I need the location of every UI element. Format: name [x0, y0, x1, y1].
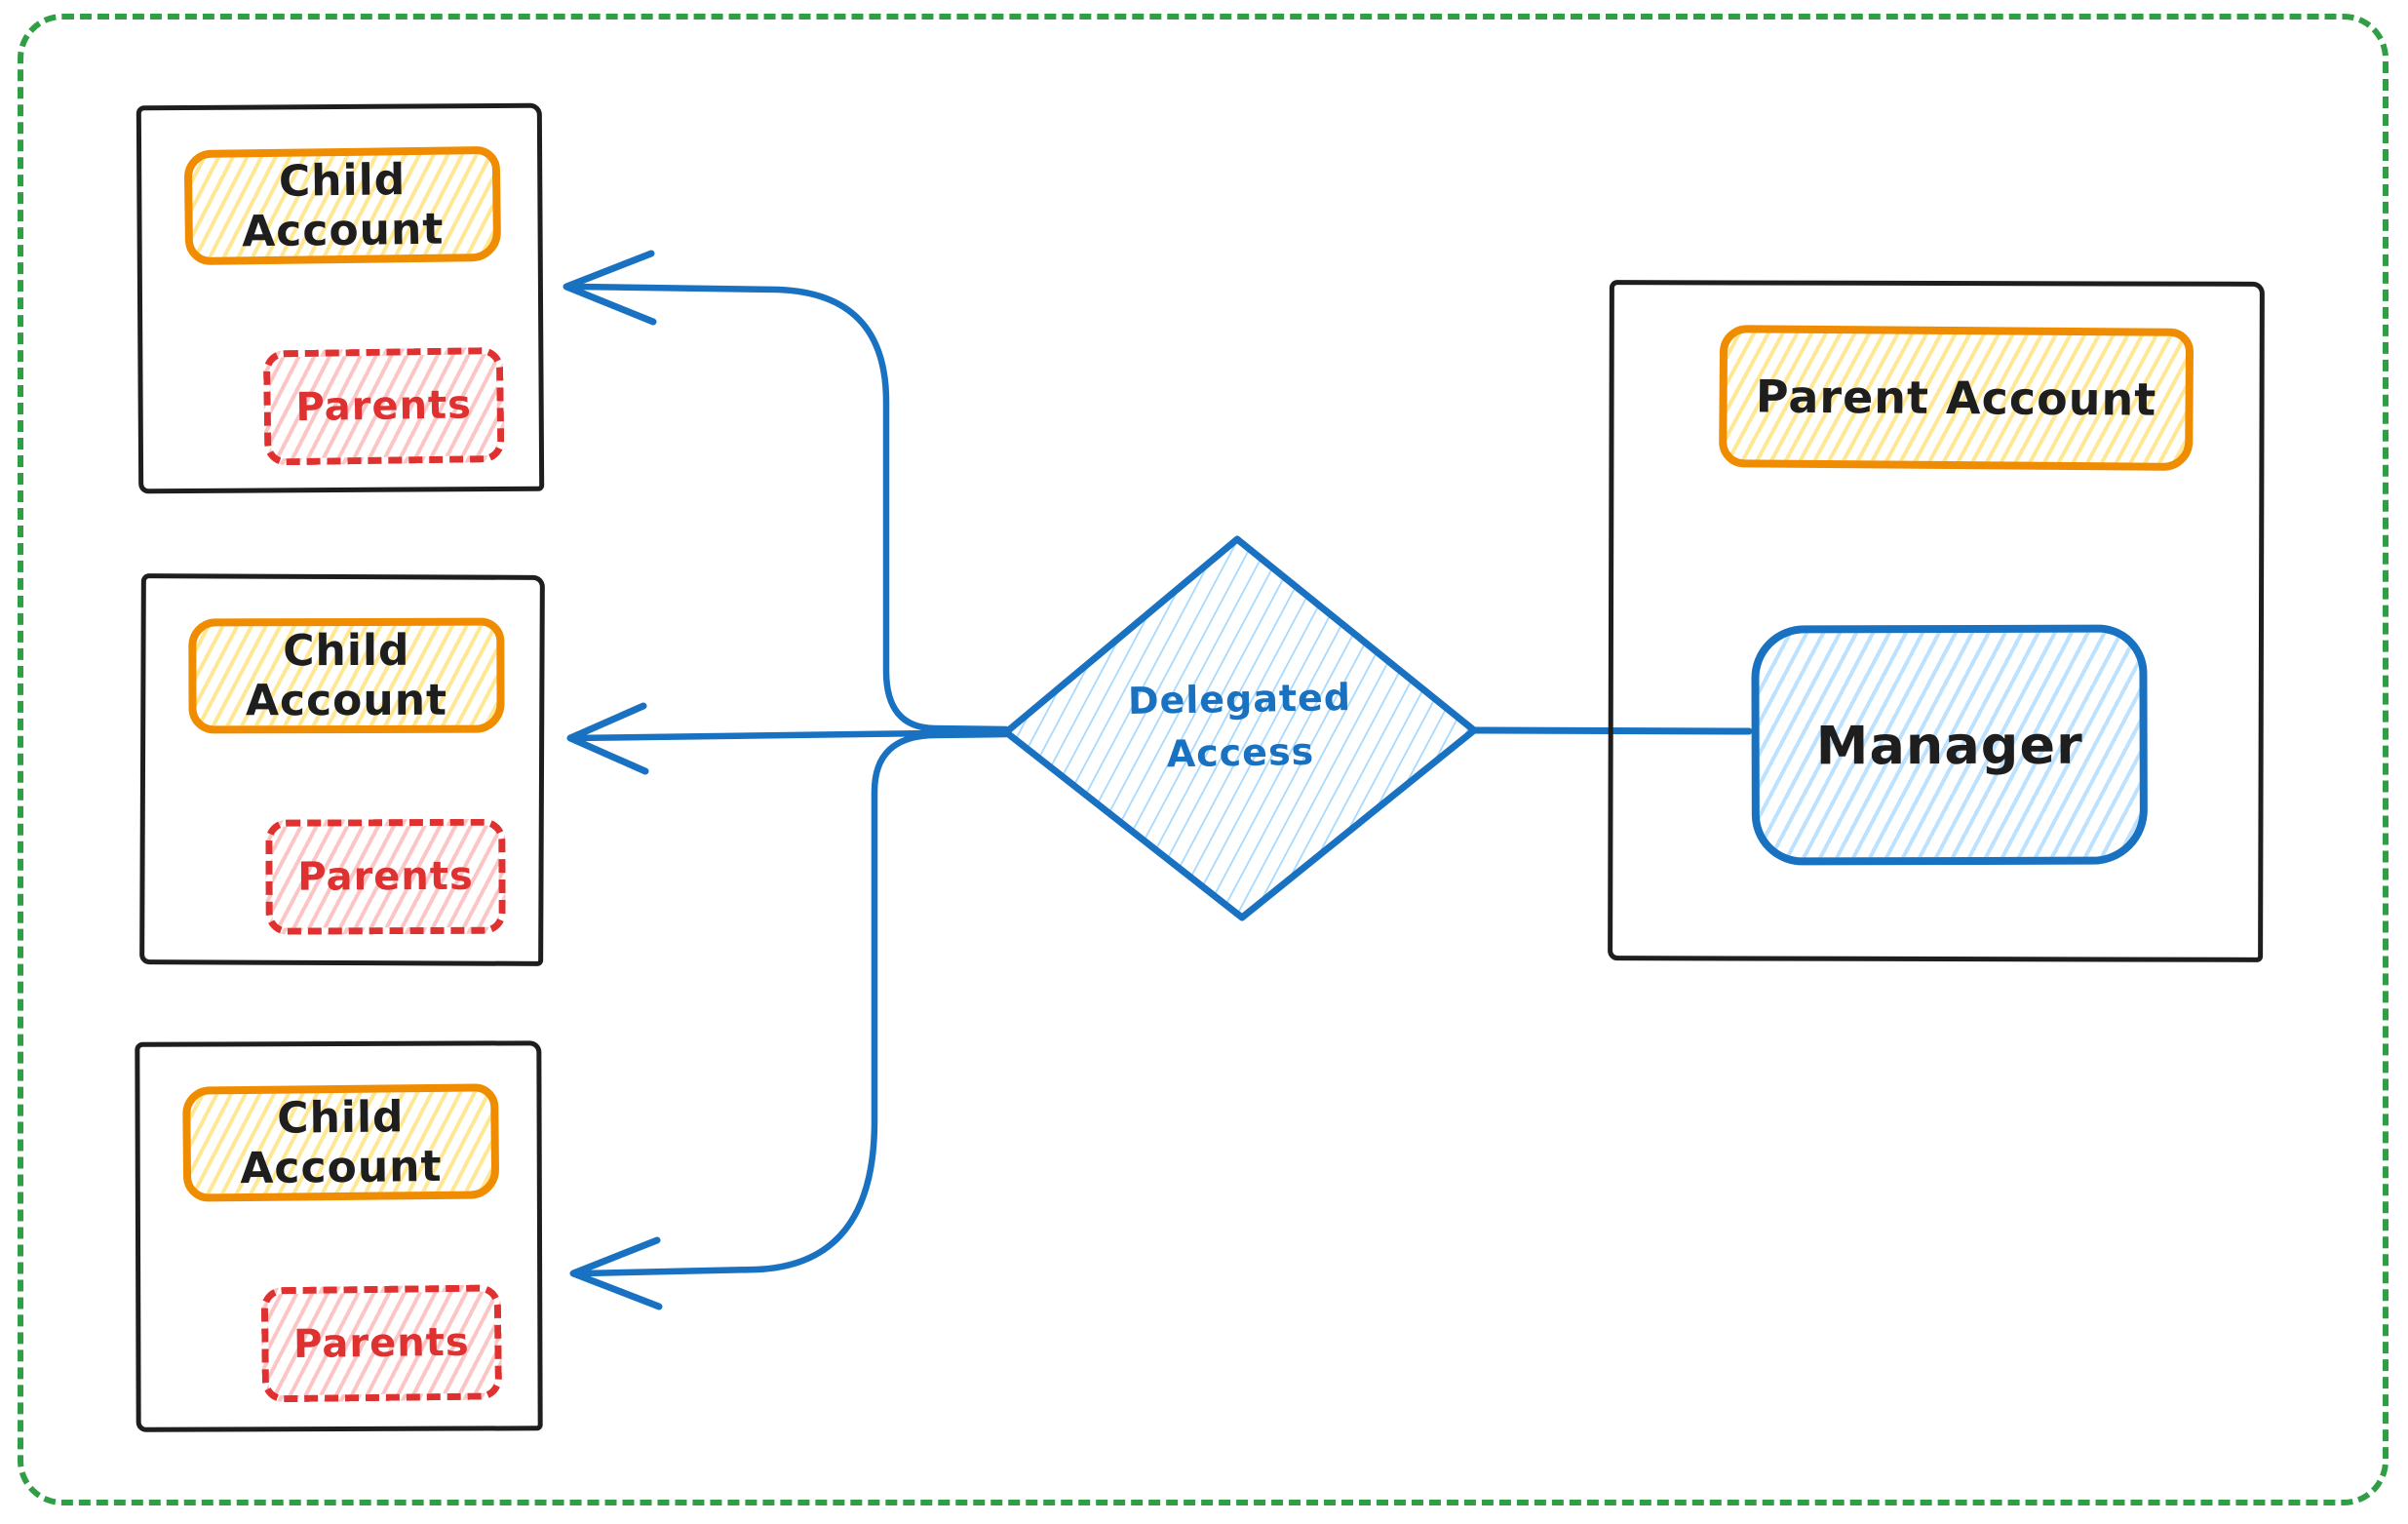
parent-account-pill[interactable]: Parent Account [1719, 325, 2194, 471]
canvas-dashed-border [18, 14, 2389, 1505]
parents-label-1: Parents [295, 382, 473, 431]
child-account-pill-1[interactable]: Child Account [183, 145, 502, 266]
child-account-frame-2[interactable]: Child Account Parents [139, 573, 545, 966]
child-account-title-1: Child Account [241, 155, 445, 257]
child-account-frame-3[interactable]: Child Account Parents [135, 1040, 543, 1432]
parents-label-2: Parents [297, 853, 474, 900]
parent-account-title: Parent Account [1755, 370, 2157, 426]
child-account-title-2: Child Account [245, 625, 448, 726]
child-account-pill-2[interactable]: Child Account [188, 617, 505, 734]
parents-box-1[interactable]: Parents [262, 346, 505, 466]
manager-node[interactable]: Manager [1751, 624, 2148, 866]
parent-account-frame[interactable]: Parent Account Manager [1608, 280, 2265, 962]
delegated-access-line2: Access [1166, 729, 1315, 776]
child-account-pill-3[interactable]: Child Account [182, 1083, 500, 1202]
child-account-title-3: Child Account [240, 1092, 443, 1194]
arrow-delegated-to-child-3[interactable] [579, 730, 1010, 1277]
arrowhead-child-1 [563, 250, 657, 326]
delegated-access-line1: Delegated [1127, 676, 1352, 723]
manager-label: Manager [1815, 714, 2083, 776]
parents-box-2[interactable]: Parents [265, 818, 506, 935]
parents-label-3: Parents [292, 1319, 470, 1367]
child-account-frame-1[interactable]: Child Account Parents [136, 102, 545, 494]
arrowhead-child-3 [569, 1236, 663, 1310]
arrow-delegated-to-child-1[interactable] [573, 283, 1010, 733]
arrowhead-child-2 [566, 702, 649, 775]
parents-box-3[interactable]: Parents [260, 1284, 503, 1403]
link-manager-to-diamond[interactable] [1470, 726, 1753, 735]
delegated-access-label: Delegated Access [1044, 670, 1436, 784]
